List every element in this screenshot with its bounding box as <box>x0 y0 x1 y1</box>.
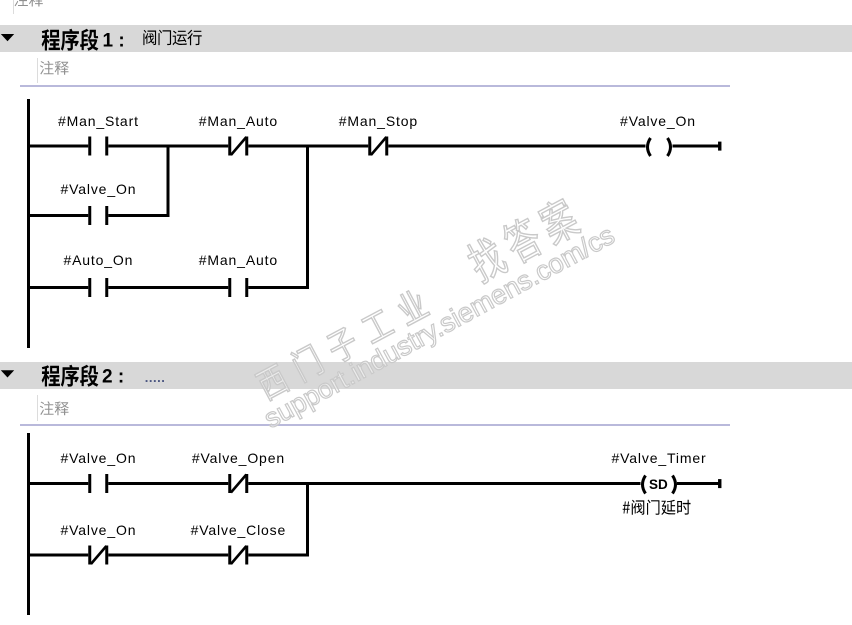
svg-text:support.industry.siemens.com/c: support.industry.siemens.com/cs <box>259 219 620 434</box>
svg-text:SD: SD <box>649 477 668 492</box>
svg-text:1 :: 1 : <box>103 31 125 52</box>
svg-text:2 :: 2 : <box>102 367 124 388</box>
